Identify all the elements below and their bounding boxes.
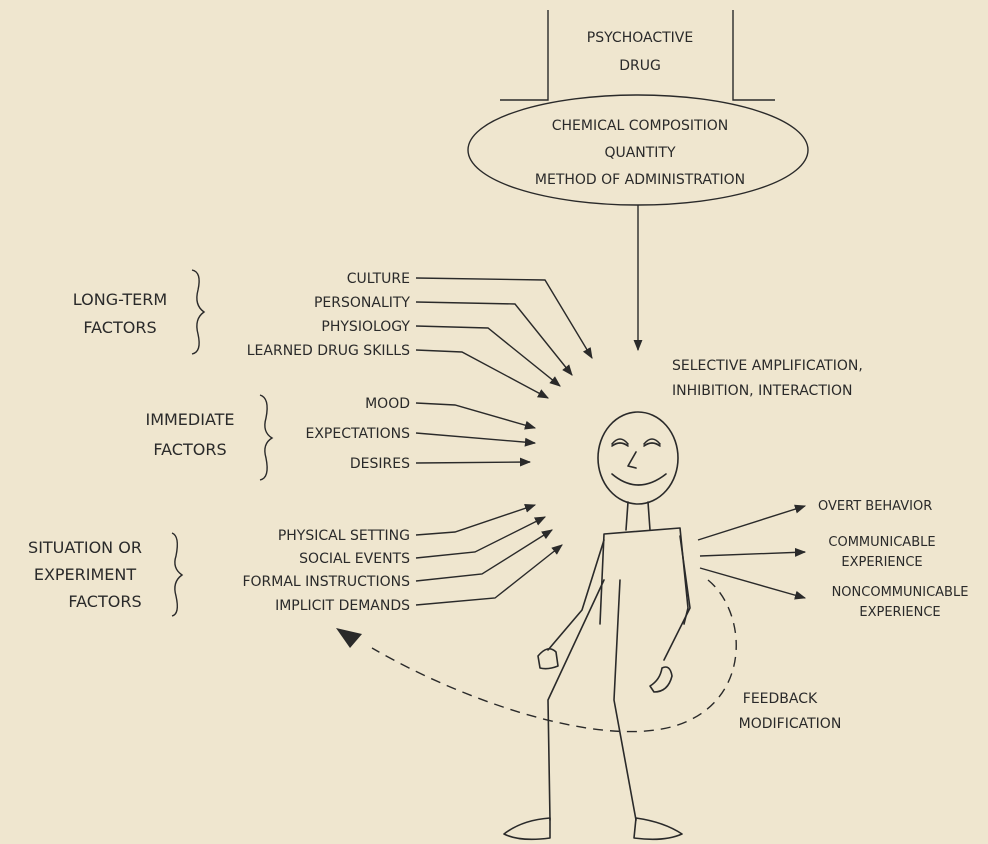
physiology-arrow [415,325,561,387]
feedback-loop: FEEDBACK MODIFICATION [336,579,842,733]
culture-label: CULTURE [347,271,410,287]
long-term-label-line1: LONG-TERM [73,290,167,309]
drug-title-line1: PSYCHOACTIVE [587,30,693,46]
person-left-foot [503,817,551,841]
implicit-demands-arrow [415,544,563,606]
mood-arrow [415,402,537,430]
situation-label-line1: SITUATION OR [28,538,142,557]
noncommunicable-line2: EXPERIENCE [859,605,940,620]
long-term-label-line2: FACTORS [83,318,156,337]
personality-arrow [415,301,573,376]
learned-drug-skills-label: LEARNED DRUG SKILLS [247,343,410,359]
person-right-foot [633,817,683,841]
formal-instructions-label: FORMAL INSTRUCTIONS [242,574,410,590]
overt-behavior-label: OVERT BEHAVIOR [818,499,932,514]
personality-label: PERSONALITY [314,295,410,311]
drug-property-quantity: QUANTITY [604,145,676,161]
center-label-line1: SELECTIVE AMPLIFICATION, [672,358,863,374]
person-right-arm [663,535,691,661]
social-events-arrow [415,516,547,559]
drug-funnel-left [500,10,549,101]
expectations-label: EXPECTATIONS [305,426,410,442]
overt-behavior-arrow [697,504,807,541]
noncommunicable-line1: NONCOMMUNICABLE [832,585,969,600]
social-events-label: SOCIAL EVENTS [299,551,410,567]
feedback-line2: MODIFICATION [739,716,842,732]
expectations-arrow [415,432,537,447]
immediate-factors: IMMEDIATE FACTORS MOOD EXPECTATIONS DESI… [145,394,537,481]
person-head [597,411,679,505]
situation-label-line2: EXPERIMENT [34,565,137,584]
person-nose [627,451,637,469]
situation-label-line3: FACTORS [68,592,141,611]
person-left-hand [537,648,559,670]
long-term-brace [191,269,206,355]
implicit-demands-label: IMPLICIT DEMANDS [275,598,410,614]
feedback-arrowhead [336,628,362,648]
person-right-hand [649,666,673,693]
person-left-eye [611,438,629,447]
immediate-label-line2: FACTORS [153,440,226,459]
desires-label: DESIRES [350,456,410,472]
center-label-line2: INHIBITION, INTERACTION [672,383,853,399]
person-legs [547,579,637,821]
immediate-label-line1: IMMEDIATE [145,410,234,429]
mood-label: MOOD [365,396,410,412]
formal-instructions-arrow [415,529,553,582]
drug-title-line2: DRUG [619,58,661,74]
person-neck [625,501,651,531]
culture-arrow [415,277,593,359]
drug-container: PSYCHOACTIVE DRUG CHEMICAL COMPOSITION Q… [467,10,809,206]
long-term-factors: LONG-TERM FACTORS CULTURE PERSONALITY PH… [73,269,593,399]
drug-funnel-right [732,10,775,101]
feedback-line1: FEEDBACK [743,691,818,707]
physical-setting-arrow [415,503,537,536]
person-torso [599,527,689,625]
physiology-label: PHYSIOLOGY [321,319,410,335]
situation-brace [171,532,184,617]
drug-property-composition: CHEMICAL COMPOSITION [552,118,728,134]
person-right-eye [643,438,661,447]
communicable-line1: COMMUNICABLE [828,535,935,550]
person-figure [503,411,691,841]
situation-factors: SITUATION OR EXPERIMENT FACTORS PHYSICAL… [28,503,563,617]
feedback-dashed-curve [371,579,737,733]
learned-drug-skills-arrow [415,349,549,399]
drug-property-method: METHOD OF ADMINISTRATION [535,172,745,188]
outputs: OVERT BEHAVIOR COMMUNICABLE EXPERIENCE N… [697,499,969,620]
noncommunicable-experience-arrow [699,567,807,600]
desires-arrow [415,457,532,467]
person-left-arm [547,539,605,651]
physical-setting-label: PHYSICAL SETTING [278,528,410,544]
communicable-line2: EXPERIENCE [841,555,922,570]
communicable-experience-arrow [699,547,807,557]
person-smile [611,473,667,486]
immediate-brace [259,394,274,481]
